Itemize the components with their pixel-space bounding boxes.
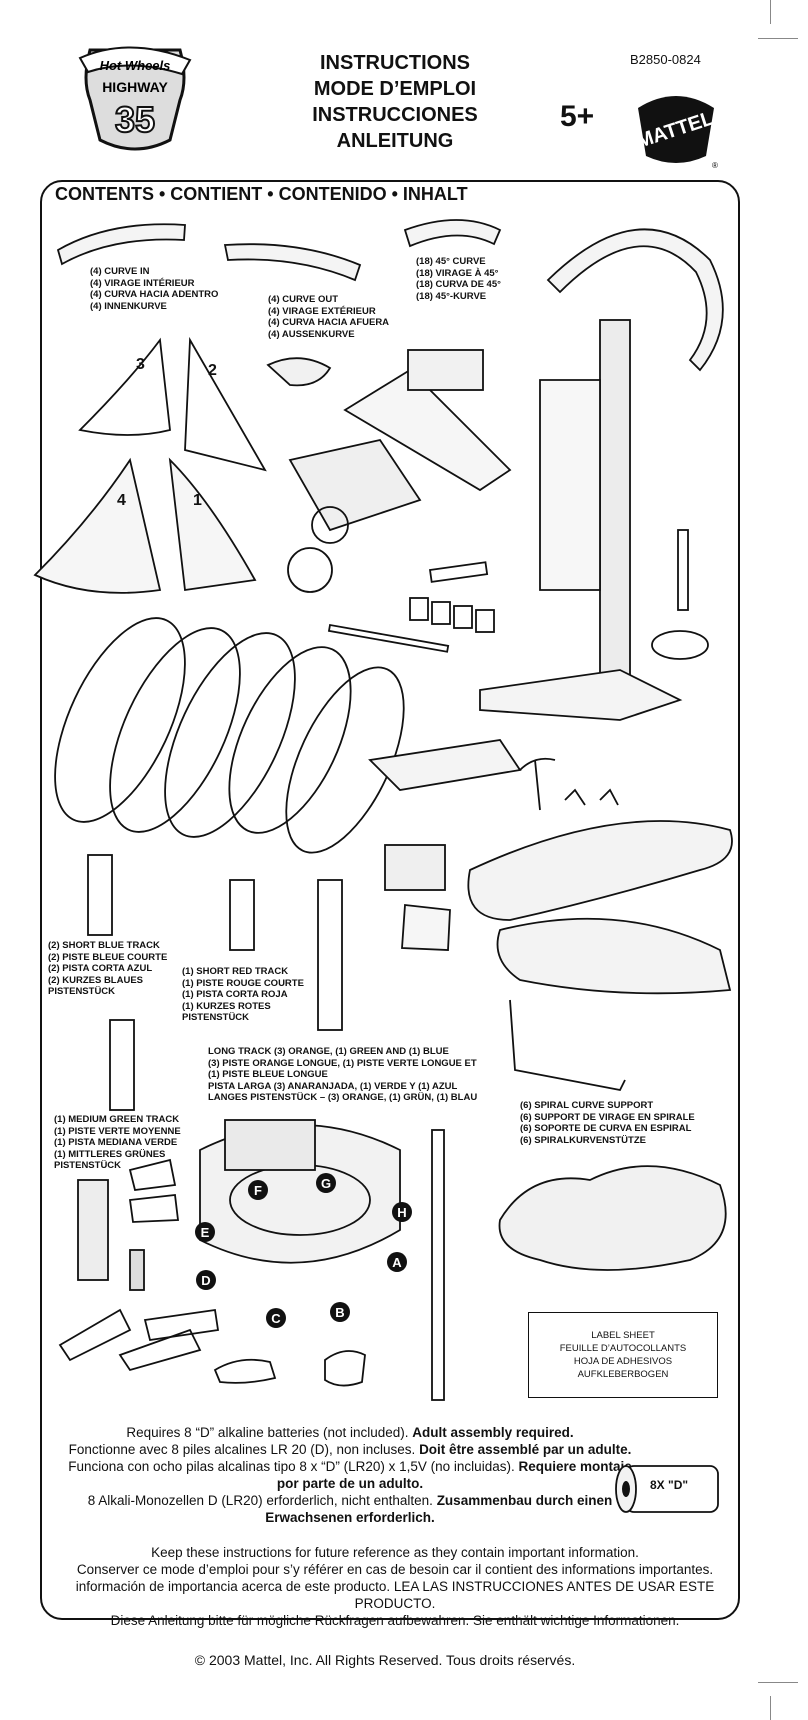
title-block: INSTRUCTIONS MODE D’EMPLOI INSTRUCCIONES…: [270, 50, 520, 154]
label-long-track: LONG TRACK (3) ORANGE, (1) GREEN AND (1)…: [208, 1046, 478, 1103]
product-code: B2850-0824: [630, 52, 701, 67]
mountain-piece-number: 2: [208, 362, 217, 379]
req-de-bold: Zusammenbau durch einen Erwachsenen erfo…: [265, 1493, 613, 1525]
contents-heading: CONTENTS • CONTIENT • CONTENIDO • INHALT: [55, 184, 468, 204]
keep-note: Diese Anleitung bitte für mögliche Rückf…: [110, 1613, 680, 1628]
battery-icon: [612, 1460, 722, 1518]
svg-text:®: ®: [712, 161, 718, 170]
title-en: INSTRUCTIONS: [320, 52, 470, 74]
label-sheet-line: AUFKLEBERBOGEN: [577, 1369, 669, 1380]
mattel-logo: MATTEL ®: [628, 78, 724, 174]
label-45-curve: (18) 45° CURVE (18) VIRAGE À 45° (18) CU…: [416, 256, 501, 302]
base-letter: F: [254, 1183, 262, 1198]
req-de: 8 Alkali-Monozellen D (LR20) erforderlic…: [87, 1493, 437, 1508]
req-es-bold: Requiere montaje por parte de un adulto.: [276, 1459, 632, 1491]
base-letter: D: [201, 1273, 210, 1288]
req-fr: Fonctionne avec 8 piles alcalines LR 20 …: [68, 1442, 420, 1457]
mountain-piece-number: 4: [117, 492, 126, 509]
base-letter: B: [335, 1305, 344, 1320]
base-letter: G: [321, 1176, 331, 1191]
label-sheet-line: HOJA DE ADHESIVOS: [573, 1356, 673, 1367]
label-curve-in: (4) CURVE IN (4) VIRAGE INTÉRIEUR (4) CU…: [90, 266, 219, 312]
base-letter: C: [271, 1311, 281, 1326]
title-de: ANLEITUNG: [336, 130, 454, 152]
hot-wheels-highway-35-logo: Hot Wheels HIGHWAY 35: [70, 40, 200, 160]
label-medium-green-track: (1) MEDIUM GREEN TRACK (1) PISTE VERTE M…: [54, 1114, 181, 1171]
base-letter: A: [392, 1255, 402, 1270]
svg-text:35: 35: [115, 99, 155, 140]
battery-requirements: Requires 8 “D” alkaline batteries (not i…: [60, 1424, 640, 1526]
label-sheet-line: LABEL SHEET: [591, 1330, 655, 1341]
keep-note: Keep these instructions for future refer…: [151, 1545, 639, 1560]
keep-instructions-notes: Keep these instructions for future refer…: [50, 1544, 740, 1629]
base-letter: E: [201, 1225, 210, 1240]
title-fr: MODE D’EMPLOI: [313, 78, 477, 100]
mountain-piece-number: 1: [193, 492, 202, 509]
age-grade: 5+: [560, 100, 595, 133]
svg-text:HIGHWAY: HIGHWAY: [102, 79, 168, 95]
title-es: INSTRUCCIONES: [312, 104, 478, 126]
contents-frame: [40, 180, 740, 1620]
keep-note: información de importancia acerca de est…: [75, 1579, 715, 1611]
mountain-piece-number: 3: [136, 356, 145, 373]
label-sheet-box: LABEL SHEET FEUILLE D’AUTOCOLLANTS HOJA …: [528, 1312, 718, 1398]
label-short-blue-track: (2) SHORT BLUE TRACK (2) PISTE BLEUE COU…: [48, 940, 168, 997]
req-en: Requires 8 “D” alkaline batteries (not i…: [126, 1425, 413, 1440]
svg-text:Hot Wheels: Hot Wheels: [100, 58, 171, 73]
req-fr-bold: Doit être assemblé par un adulte.: [419, 1442, 632, 1457]
copyright: © 2003 Mattel, Inc. All Rights Reserved.…: [194, 1652, 576, 1668]
label-sheet-line: FEUILLE D’AUTOCOLLANTS: [559, 1343, 687, 1354]
label-curve-out: (4) CURVE OUT (4) VIRAGE EXTÉRIEUR (4) C…: [268, 294, 390, 340]
label-short-red-track: (1) SHORT RED TRACK (1) PISTE ROUGE COUR…: [182, 966, 304, 1023]
label-spiral-curve-support: (6) SPIRAL CURVE SUPPORT (6) SUPPORT DE …: [520, 1100, 695, 1146]
base-letter: H: [397, 1205, 406, 1220]
keep-note: Conserver ce mode d’emploi pour s’y réfé…: [76, 1562, 714, 1577]
req-es: Funciona con ocho pilas alcalinas tipo 8…: [68, 1459, 519, 1474]
req-en-bold: Adult assembly required.: [412, 1425, 574, 1440]
battery-count-label: 8X "D": [650, 1478, 689, 1492]
